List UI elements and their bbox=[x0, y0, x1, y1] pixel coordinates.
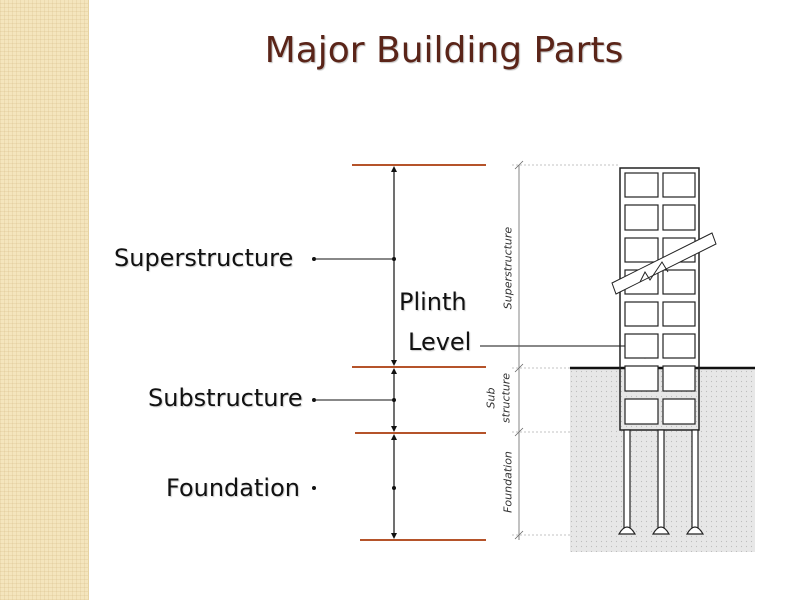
label-superstructure: Superstructure bbox=[114, 244, 294, 272]
foundation-bullet bbox=[312, 486, 316, 490]
decorative-side-strip bbox=[0, 0, 89, 600]
drawing-label-superstructure: Superstructure bbox=[501, 226, 515, 310]
break-line bbox=[611, 232, 717, 295]
drawing-label-structure: structure bbox=[499, 372, 513, 424]
drawing-label-sub: Sub bbox=[484, 387, 498, 409]
label-substructure: Substructure bbox=[148, 384, 303, 412]
drawing-label-foundation: Foundation bbox=[501, 451, 515, 513]
building-frame bbox=[619, 167, 700, 431]
superstructure-bullet bbox=[312, 257, 316, 261]
foundation-piles bbox=[617, 429, 705, 535]
slide-title: Major Building Parts bbox=[264, 30, 624, 71]
label-plinth: Plinth bbox=[399, 288, 467, 316]
label-foundation: Foundation bbox=[166, 474, 300, 502]
label-level: Level bbox=[408, 328, 472, 356]
substructure-bullet bbox=[312, 398, 316, 402]
